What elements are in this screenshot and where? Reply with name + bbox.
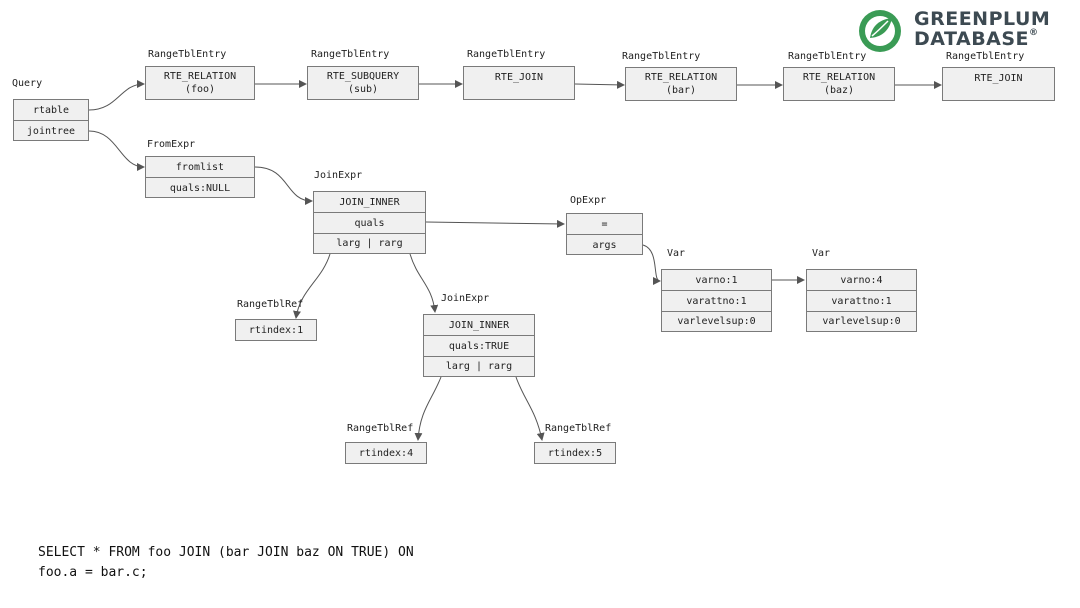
opexpr-field-args: args xyxy=(592,239,617,251)
var-2-field-varno: varno:4 xyxy=(807,270,916,291)
rte-3-label: RangeTblEntry xyxy=(467,49,546,60)
arrow-larg2-rtref4 xyxy=(414,376,442,441)
var-2-field-varattno: varattno:1 xyxy=(807,291,916,312)
arrow-jointree-fromexpr xyxy=(88,130,145,171)
var-1-field-varno: varno:1 xyxy=(662,270,771,291)
var-1-label: Var xyxy=(667,248,686,259)
var-2-label: Var xyxy=(812,248,831,259)
rte-5-node: RTE_RELATION (baz) xyxy=(783,67,895,101)
greenplum-logo: GREENPLUM DATABASE® xyxy=(856,6,1076,54)
var-1-field-varlevelsup: varlevelsup:0 xyxy=(677,316,756,327)
var-2-field-varlevelsup: varlevelsup:0 xyxy=(822,316,901,327)
logo-line1: GREENPLUM xyxy=(914,8,1051,30)
query-field-jointree: jointree xyxy=(26,125,76,137)
rte-5-label: RangeTblEntry xyxy=(788,51,867,62)
joinexpr-1-node: JOIN_INNER quals larg | rarg xyxy=(313,191,426,254)
arrow-fromlist-joinexpr xyxy=(254,166,313,205)
rtref-4-node: rtindex:4 xyxy=(345,442,427,464)
joinexpr-2-label: JoinExpr xyxy=(441,293,490,304)
arrow-rte3-rte4 xyxy=(574,80,625,89)
rte-1-text: RTE_RELATION (foo) xyxy=(163,71,237,95)
arrow-rtable-to-rte xyxy=(88,80,145,111)
rte-3-node: RTE_JOIN xyxy=(463,66,575,100)
rtref-5-node: rtindex:5 xyxy=(534,442,616,464)
rtref-5-field-rtindex: rtindex:5 xyxy=(547,447,603,459)
rte-2-node: RTE_SUBQUERY (sub) xyxy=(307,66,419,100)
var-2-node: varno:4 varattno:1 varlevelsup:0 xyxy=(806,269,917,332)
joinexpr-1-label: JoinExpr xyxy=(314,170,363,181)
arrow-rarg-joinexpr2 xyxy=(409,253,439,313)
sql-line-2: foo.a = bar.c; xyxy=(38,565,148,580)
rte-3-text: RTE_JOIN xyxy=(494,71,544,83)
greenplum-leaf-icon xyxy=(859,10,901,52)
rte-6-node: RTE_JOIN xyxy=(942,67,1055,101)
joinexpr-2-field-type: JOIN_INNER xyxy=(424,315,534,336)
rte-5-text: RTE_RELATION (baz) xyxy=(802,72,876,96)
joinexpr-1-field-type: JOIN_INNER xyxy=(314,192,425,213)
query-label: Query xyxy=(12,78,43,89)
opexpr-label: OpExpr xyxy=(570,195,607,206)
rte-1-node: RTE_RELATION (foo) xyxy=(145,66,255,100)
rte-2-label: RangeTblEntry xyxy=(311,49,390,60)
rte-4-text: RTE_RELATION (bar) xyxy=(644,72,718,96)
joinexpr-1-field-quals: quals xyxy=(314,213,425,234)
rtref-4-label: RangeTblRef xyxy=(347,423,414,434)
sql-statement: SELECT * FROM foo JOIN (bar JOIN baz ON … xyxy=(38,543,414,583)
rte-4-label: RangeTblEntry xyxy=(622,51,701,62)
fromexpr-label: FromExpr xyxy=(147,139,196,150)
sql-line-1: SELECT * FROM foo JOIN (bar JOIN baz ON … xyxy=(38,545,414,560)
fromexpr-node: fromlist quals:NULL xyxy=(145,156,255,198)
query-field-rtable: rtable xyxy=(14,100,88,121)
var-1-node: varno:1 varattno:1 varlevelsup:0 xyxy=(661,269,772,332)
rte-4-node: RTE_RELATION (bar) xyxy=(625,67,737,101)
query-node: rtable jointree xyxy=(13,99,89,141)
joinexpr-2-field-args: larg | rarg xyxy=(445,361,513,372)
rte-1-label: RangeTblEntry xyxy=(148,49,227,60)
rtref-5-label: RangeTblRef xyxy=(545,423,612,434)
opexpr-field-op: = xyxy=(567,214,642,235)
rte-2-text: RTE_SUBQUERY (sub) xyxy=(326,71,400,95)
fromexpr-field-fromlist: fromlist xyxy=(146,157,254,178)
logo-registered-mark: ® xyxy=(1029,28,1039,38)
opexpr-node: = args xyxy=(566,213,643,255)
fromexpr-field-quals: quals:NULL xyxy=(169,182,231,194)
rtref-1-label: RangeTblRef xyxy=(237,299,304,310)
logo-line2: DATABASE xyxy=(914,28,1030,50)
rtref-1-field-rtindex: rtindex:1 xyxy=(248,324,304,336)
joinexpr-1-field-args: larg | rarg xyxy=(336,238,403,249)
arrow-quals-opexpr xyxy=(425,219,565,228)
joinexpr-2-field-quals: quals:TRUE xyxy=(424,336,534,357)
rtref-4-field-rtindex: rtindex:4 xyxy=(358,447,414,459)
arrow-args-var1 xyxy=(642,244,661,285)
var-1-field-varattno: varattno:1 xyxy=(662,291,771,312)
joinexpr-2-node: JOIN_INNER quals:TRUE larg | rarg xyxy=(423,314,535,377)
arrow-rarg2-rtref5 xyxy=(515,376,545,441)
rtref-1-node: rtindex:1 xyxy=(235,319,317,341)
rte-6-label: RangeTblEntry xyxy=(946,51,1025,62)
arrow-larg-rtref1 xyxy=(293,253,331,319)
rte-6-text: RTE_JOIN xyxy=(974,72,1023,84)
